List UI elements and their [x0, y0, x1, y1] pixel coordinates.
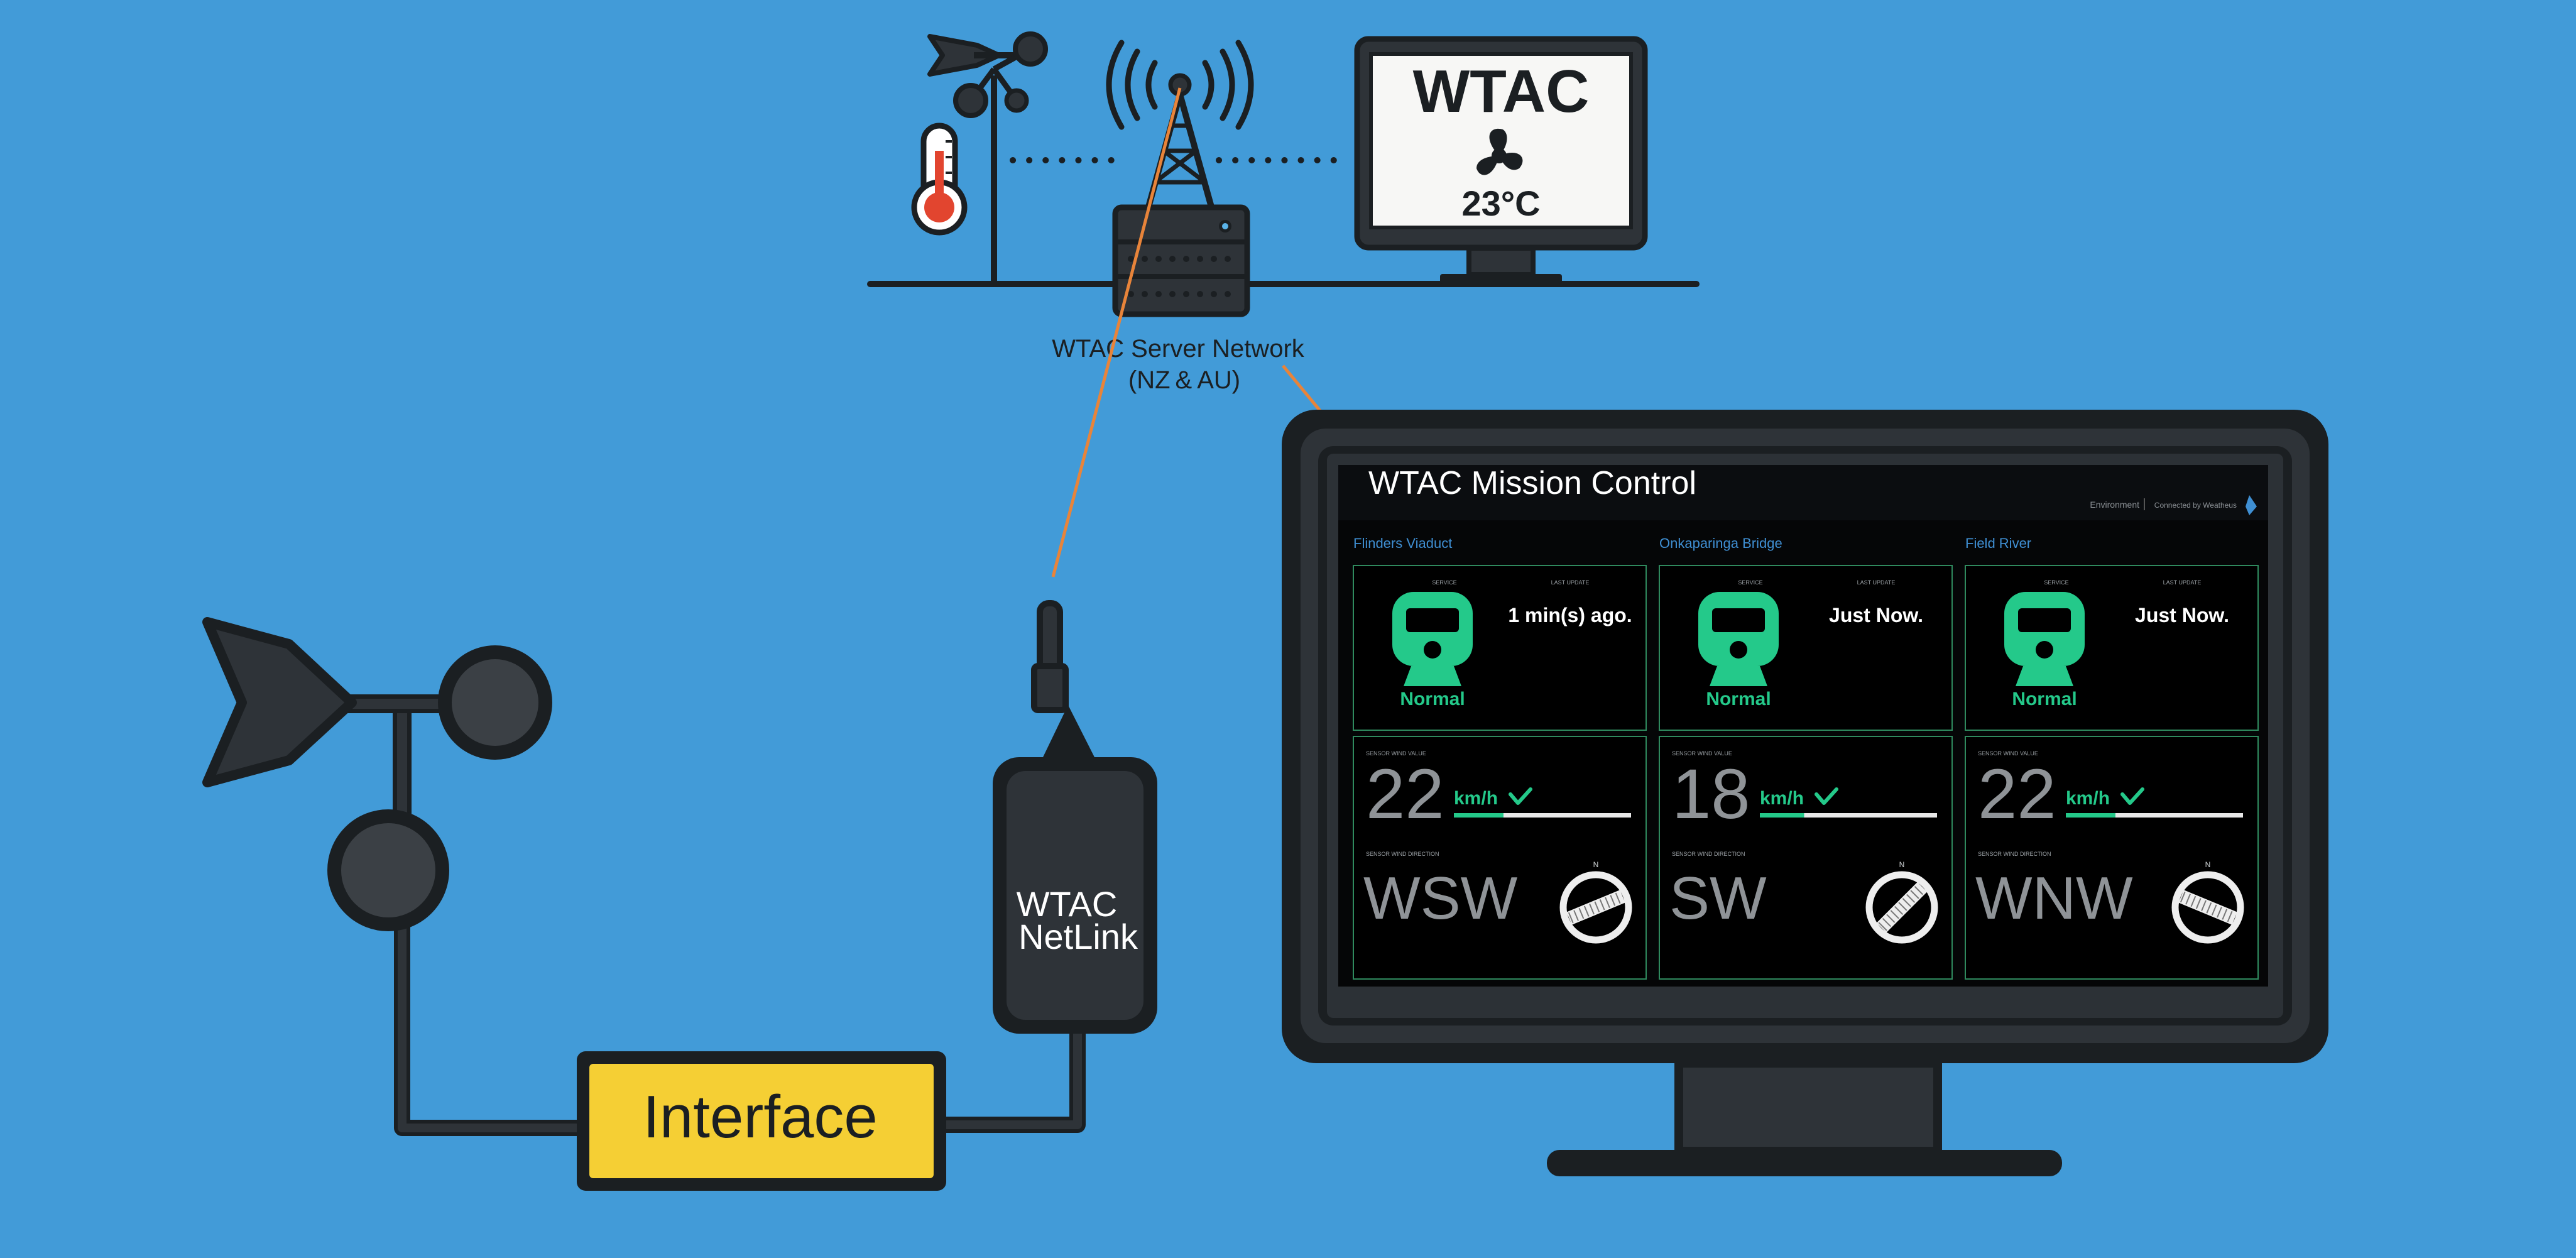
last-update-label: LAST UPDATE — [1857, 579, 1896, 586]
dashboard-title: WTAC Mission Control — [1368, 465, 1696, 501]
server-to-dashboard-link — [1282, 364, 1326, 417]
environment-menu[interactable]: Environment — [2090, 500, 2139, 510]
wind-direction-value: WSW — [1363, 865, 1518, 932]
wind-speed-bar-track — [1454, 813, 1631, 818]
top-infrastructure: WTAC 23°C WTAC Server Network (NZ & AU) — [867, 31, 1700, 394]
service-panel — [1659, 565, 1953, 731]
train-icon — [1392, 592, 1473, 686]
brand-logo-icon — [2246, 495, 2257, 515]
server-rack-icon — [1112, 204, 1250, 317]
status-badge: Normal — [1400, 689, 1465, 709]
wind-direction-label: SENSOR WIND DIRECTION — [1672, 851, 1745, 857]
wind-speed-bar-fill — [2066, 813, 2115, 818]
last-update-value: Just Now. — [1829, 604, 1923, 626]
anemometer-icon — [202, 617, 552, 931]
compass-icon: N — [2171, 860, 2244, 944]
field-hardware: Interface WTAC NetLink — [202, 600, 1157, 1191]
last-update-label: LAST UPDATE — [1551, 579, 1590, 586]
check-icon — [1509, 787, 1532, 805]
small-monitor-temperature: 23°C — [1461, 183, 1540, 223]
check-icon — [1815, 787, 1838, 805]
wind-speed-value: 22 — [1978, 755, 2056, 833]
wind-speed-bar-fill — [1454, 813, 1504, 818]
netlink-device: WTAC NetLink — [993, 600, 1157, 1034]
connected-by-label: Connected by Weatheus — [2154, 501, 2237, 510]
site-name[interactable]: Field River — [1965, 535, 2031, 551]
wind-speed-bar-fill — [1760, 813, 1804, 818]
netlink-to-server-link — [1051, 87, 1182, 577]
dashboard-header — [1338, 465, 2268, 520]
wind-unit: km/h — [1760, 788, 1804, 809]
netlink-label-line1: WTAC — [1017, 884, 1118, 924]
last-update-value: Just Now. — [2135, 604, 2229, 626]
small-monitor: WTAC 23°C — [1354, 36, 1648, 284]
wind-direction-value: SW — [1669, 865, 1767, 932]
compass-needle — [2178, 890, 2237, 925]
last-update-value: 1 min(s) ago. — [1508, 604, 1632, 626]
wind-direction-value: WNW — [1975, 865, 2133, 932]
service-label: SERVICE — [1432, 579, 1456, 586]
server-network-region-label: (NZ & AU) — [1128, 366, 1240, 394]
netlink-label-line2: NetLink — [1018, 917, 1138, 956]
wind-speed-value: 18 — [1672, 755, 1750, 833]
train-icon — [2004, 592, 2085, 686]
wind-value-label: SENSOR WIND VALUE — [1978, 750, 2038, 757]
thermometer-icon — [911, 123, 968, 236]
compass-needle — [1876, 882, 1928, 933]
mission-control-monitor: WTAC Mission Control Environment Connect… — [1282, 410, 2328, 1176]
interface-box: Interface — [577, 1051, 946, 1191]
compass-icon: N — [1559, 860, 1632, 944]
wind-unit: km/h — [2066, 788, 2110, 809]
north-label: N — [2205, 860, 2211, 869]
service-label: SERVICE — [2044, 579, 2068, 586]
small-monitor-title: WTAC — [1413, 58, 1590, 125]
north-label: N — [1593, 860, 1599, 869]
compass-needle — [1566, 890, 1625, 925]
compass-icon: N — [1865, 860, 1938, 944]
server-network-label: WTAC Server Network — [1052, 335, 1305, 363]
train-icon — [1698, 592, 1779, 686]
check-icon — [2120, 787, 2144, 805]
last-update-label: LAST UPDATE — [2163, 579, 2202, 586]
wind-value-label: SENSOR WIND VALUE — [1672, 750, 1732, 757]
wind-speed-bar-track — [2066, 813, 2243, 818]
north-label: N — [1899, 860, 1905, 869]
wind-speed-value: 22 — [1366, 755, 1444, 833]
wind-direction-label: SENSOR WIND DIRECTION — [1366, 851, 1439, 857]
wind-speed-bar-track — [1760, 813, 1937, 818]
site-name[interactable]: Flinders Viaduct — [1353, 535, 1452, 551]
fan-icon — [1476, 128, 1523, 175]
weather-station-icon — [927, 31, 1048, 283]
wind-value-label: SENSOR WIND VALUE — [1366, 750, 1426, 757]
status-badge: Normal — [2012, 689, 2077, 709]
radio-tower-icon — [1106, 40, 1254, 215]
service-label: SERVICE — [1738, 579, 1762, 586]
site-name[interactable]: Onkaparinga Bridge — [1659, 535, 1782, 551]
wind-direction-label: SENSOR WIND DIRECTION — [1978, 851, 2051, 857]
dashboard-screen: WTAC Mission Control Environment Connect… — [1338, 465, 2268, 987]
wind-unit: km/h — [1454, 788, 1498, 809]
status-badge: Normal — [1706, 689, 1771, 709]
interface-label: Interface — [643, 1083, 878, 1151]
